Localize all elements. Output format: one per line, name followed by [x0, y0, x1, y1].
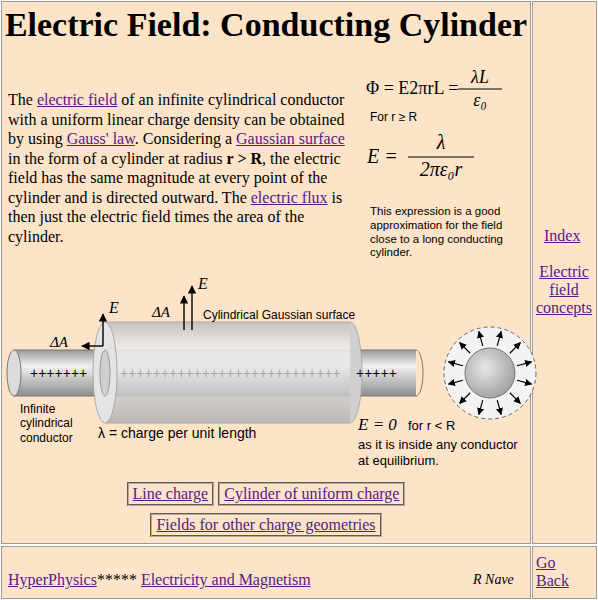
radial-field-arrow [510, 393, 521, 404]
page-title: Electric Field: Conducting Cylinder [5, 6, 527, 44]
rating-stars: ***** [97, 571, 137, 588]
button-link: Line charge [133, 485, 209, 502]
link-button: Cylinder of uniform charge [218, 482, 405, 506]
body-text: The [8, 91, 33, 108]
radial-field-arrow [479, 400, 483, 414]
cross-section [444, 327, 536, 419]
footer-bar: HyperPhysics***** Electricity and Magnet… [1, 546, 531, 599]
hyperlink: Gaussian surface [236, 130, 345, 147]
radial-field-arrow [517, 362, 531, 366]
radial-field-arrow [448, 362, 462, 366]
radial-field-arrow [497, 331, 501, 345]
fraction-bars [408, 89, 502, 157]
denominator: ε₀ [473, 90, 486, 111]
denominator: 2πε₀r [420, 158, 463, 181]
radial-field-arrow [479, 331, 483, 345]
radial-field-arrow [460, 343, 471, 354]
field-label: E [198, 275, 208, 293]
button-link: Cylinder of uniform charge [224, 485, 399, 502]
side-navigation: IndexElectric field concepts [532, 1, 597, 544]
body-text: in the form of a cylinder at radius [8, 150, 223, 167]
author-name: R Nave [473, 572, 514, 588]
radial-field-arrow [510, 343, 521, 354]
hyperlink: electric flux [251, 189, 328, 206]
nav-link: Index [544, 227, 580, 245]
area-label: ΔA [50, 334, 68, 351]
conductor-label: Infinite cylindrical conductor [20, 402, 98, 445]
charge-signs: +++++++ [30, 365, 87, 381]
back-link: Go Back [536, 554, 572, 590]
conductor-note: as it is inside any conductor at equilib… [358, 437, 528, 468]
charge-signs: +++++ [356, 365, 397, 381]
hyperlink: Gauss' law [67, 130, 135, 147]
charge-signs: +++++++++++++++++++++++++++ [120, 365, 341, 381]
approximation-note: This expression is a good approximation … [370, 205, 520, 260]
footer-link: Electricity and Magnetism [141, 571, 311, 588]
footer-link: HyperPhysics [8, 571, 97, 588]
button-link: Fields for other charge geometries [156, 516, 375, 533]
radial-field-arrow [517, 380, 531, 384]
footer-links: HyperPhysics***** Electricity and Magnet… [8, 571, 311, 589]
numerator: λ [437, 131, 446, 154]
body-text: . Considering a [135, 130, 232, 147]
surface-label: Cylindrical Gaussian surface [203, 308, 355, 322]
field-equation: E = [367, 145, 398, 168]
charge-density-label: λ = charge per unit length [98, 425, 256, 441]
link-button: Line charge [127, 482, 215, 506]
radial-field-arrow [497, 400, 501, 414]
area-label: ΔA [152, 304, 170, 321]
field-label: E [109, 299, 119, 317]
gaussian-surface [93, 322, 362, 423]
hyperlink: electric field [37, 91, 117, 108]
radial-field-arrow [460, 393, 471, 404]
field-arrows [82, 286, 192, 346]
flux-equation: Φ = E2πrL = [366, 78, 458, 99]
body-paragraph: The electric field of an infinite cylind… [8, 90, 358, 246]
numerator: λL [471, 67, 489, 88]
back-link-cell: Go Back [532, 546, 597, 599]
condition-note: for r < R [408, 418, 455, 433]
link-button: Fields for other charge geometries [150, 513, 381, 537]
field-inside-label: E = 0 [358, 415, 397, 435]
nav-link: Electric field concepts [535, 263, 593, 317]
condition-note: For r ≥ R [370, 110, 417, 124]
radial-field-arrow [448, 380, 462, 384]
bold-text: r > R [227, 150, 262, 167]
